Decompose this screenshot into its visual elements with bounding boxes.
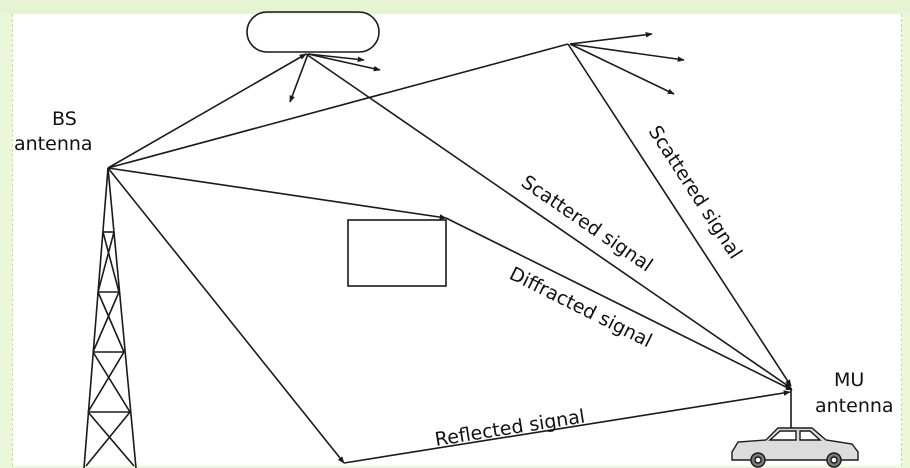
mu-antenna-label-line2: antenna (815, 395, 894, 417)
scattered-signal-label: Scattered signal (517, 171, 656, 276)
bs-antenna-label-line2: antenna (14, 133, 93, 155)
diffracted-signal-label: Diffracted signal (506, 263, 656, 352)
building-obstacle (347, 219, 447, 287)
car-icon (731, 427, 859, 468)
reflected-signal-label: Reflected signal (433, 405, 586, 450)
diagram-frame (12, 14, 902, 466)
signal-paths (107, 43, 793, 464)
scatter-rays (289, 31, 685, 103)
bs-antenna-label-line1: BS (52, 108, 77, 130)
top-band (0, 0, 910, 14)
scatterer-cloud (246, 11, 380, 53)
bs-tower (83, 167, 137, 468)
scattered-signal-label-2: Scattered signal (644, 122, 746, 263)
mu-antenna-label-line1: MU (834, 369, 864, 391)
